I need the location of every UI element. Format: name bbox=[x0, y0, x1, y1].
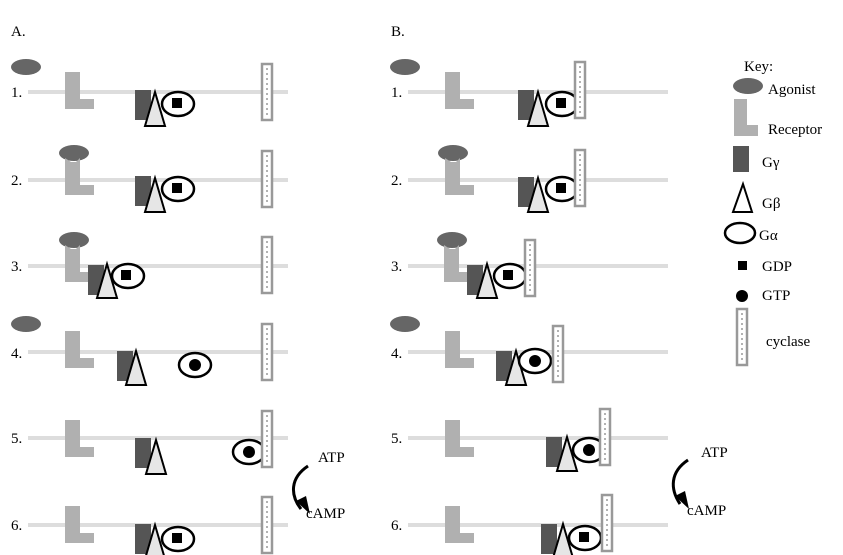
panel-a-step-2 bbox=[59, 145, 274, 213]
gdp-icon bbox=[556, 183, 566, 193]
panel-b-step-2 bbox=[438, 145, 587, 213]
panel-a-step-5 bbox=[65, 409, 274, 475]
atp-label: ATP bbox=[701, 445, 728, 461]
gdp-icon bbox=[172, 183, 182, 193]
step-label: 6. bbox=[11, 518, 22, 534]
key-label-gdp: GDP bbox=[762, 259, 792, 275]
gdp-icon bbox=[121, 270, 131, 280]
agonist-icon bbox=[59, 232, 89, 248]
key-label-receptor: Receptor bbox=[768, 122, 822, 138]
agonist-icon bbox=[733, 78, 763, 94]
step-label: 2. bbox=[11, 173, 22, 189]
cyclase-icon bbox=[523, 238, 537, 298]
cyclase-icon bbox=[260, 62, 274, 122]
cyclase-icon bbox=[573, 60, 587, 120]
step-label: 1. bbox=[11, 85, 22, 101]
cyclase-icon bbox=[598, 407, 612, 467]
gtp-icon bbox=[529, 355, 541, 367]
cyclase-icon bbox=[260, 235, 274, 295]
step-label: 4. bbox=[391, 346, 402, 362]
agonist-icon bbox=[438, 145, 468, 161]
receptor-icon bbox=[65, 331, 94, 368]
panel-b-step-3 bbox=[437, 232, 537, 299]
panel-b-step-1 bbox=[390, 59, 587, 127]
panel-a-step-4 bbox=[11, 316, 274, 386]
gtp-icon bbox=[736, 290, 748, 302]
panel-b-step-5 bbox=[445, 407, 612, 472]
key-label-g-gamma: Gγ bbox=[762, 155, 780, 171]
step-label: 1. bbox=[391, 85, 402, 101]
agonist-icon bbox=[59, 145, 89, 161]
key-title: Key: bbox=[744, 59, 773, 75]
gtp-icon bbox=[243, 446, 255, 458]
agonist-icon bbox=[390, 59, 420, 75]
reaction-arrow-shaft bbox=[292, 464, 309, 510]
key-label-gtp: GTP bbox=[762, 288, 790, 304]
cyclase-icon bbox=[600, 493, 614, 553]
key-label-g-alpha: Gα bbox=[759, 228, 778, 244]
reaction-arrow-shaft bbox=[671, 458, 689, 505]
key-label-g-beta: Gβ bbox=[762, 196, 780, 212]
camp-label: cAMP bbox=[306, 506, 345, 522]
cyclase-icon bbox=[551, 324, 565, 384]
gdp-icon bbox=[503, 270, 513, 280]
step-label: 5. bbox=[391, 431, 402, 447]
cyclase-icon bbox=[260, 149, 274, 209]
agonist-icon bbox=[11, 316, 41, 332]
panel-label-a: A. bbox=[11, 24, 26, 40]
step-label: 5. bbox=[11, 431, 22, 447]
cyclase-icon bbox=[260, 322, 274, 382]
g-beta-icon bbox=[731, 180, 754, 213]
step-label: 3. bbox=[391, 259, 402, 275]
reaction-arrow-head bbox=[675, 491, 689, 509]
reaction-arrow-head bbox=[296, 496, 310, 514]
gtp-icon bbox=[189, 359, 201, 371]
cyclase-icon bbox=[260, 409, 274, 469]
step-label: 6. bbox=[391, 518, 402, 534]
atp-camp-arrow-a: ATP cAMP bbox=[292, 450, 345, 522]
panel-label-b: B. bbox=[391, 24, 405, 40]
g-gamma-icon bbox=[733, 146, 749, 172]
agonist-icon bbox=[437, 232, 467, 248]
step-label: 4. bbox=[11, 346, 22, 362]
cyclase-icon bbox=[573, 148, 587, 208]
panel-a-step-6 bbox=[65, 495, 274, 555]
gtp-icon bbox=[583, 444, 595, 456]
receptor-icon bbox=[445, 158, 474, 195]
key-legend: Key: Agonist Receptor Gγ Gβ Gα GDP GTP c… bbox=[723, 59, 822, 367]
receptor-icon bbox=[445, 331, 474, 368]
panel-a-step-3 bbox=[59, 232, 274, 299]
cyclase-icon bbox=[735, 307, 749, 367]
panel-b-step-4 bbox=[390, 316, 565, 386]
gdp-icon bbox=[556, 98, 566, 108]
key-label-agonist: Agonist bbox=[768, 82, 816, 98]
gdp-icon bbox=[172, 98, 182, 108]
gdp-icon bbox=[579, 532, 589, 542]
key-label-cyclase: cyclase bbox=[766, 334, 810, 350]
receptor-icon bbox=[65, 158, 94, 195]
panel-a-step-1 bbox=[11, 59, 274, 127]
step-label: 3. bbox=[11, 259, 22, 275]
gdp-icon bbox=[172, 533, 182, 543]
agonist-icon bbox=[11, 59, 41, 75]
gdp-icon bbox=[738, 261, 747, 270]
cyclase-icon bbox=[260, 495, 274, 555]
panel-b-step-6 bbox=[445, 493, 614, 555]
step-label: 2. bbox=[391, 173, 402, 189]
atp-camp-arrow-b: ATP cAMP bbox=[671, 445, 728, 519]
camp-label: cAMP bbox=[687, 503, 726, 519]
receptor-icon bbox=[734, 99, 758, 136]
g-alpha-icon bbox=[723, 221, 757, 245]
atp-label: ATP bbox=[318, 450, 345, 466]
agonist-icon bbox=[390, 316, 420, 332]
